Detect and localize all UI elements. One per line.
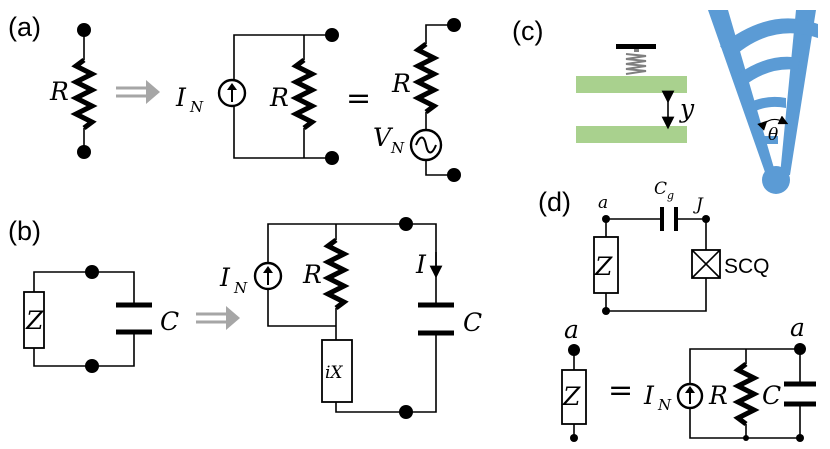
transform-arrow-a bbox=[116, 80, 160, 104]
panel-a: (a) R I N R bbox=[8, 12, 461, 182]
pendulum-icon: θ bbox=[708, 10, 818, 194]
label-R: R bbox=[391, 69, 411, 98]
label-I: I bbox=[415, 250, 427, 279]
label-I: I bbox=[175, 83, 187, 112]
label-Z: Z bbox=[25, 306, 44, 335]
terminal-node bbox=[602, 307, 610, 315]
spring-cap bbox=[616, 44, 656, 49]
label-V: V bbox=[373, 123, 394, 152]
impedance-box bbox=[593, 236, 619, 294]
junction-node bbox=[743, 435, 749, 441]
panel-c: (c) y θ bbox=[512, 10, 818, 194]
label-a: a bbox=[598, 193, 608, 213]
label-C: C bbox=[463, 308, 482, 337]
terminal-node bbox=[570, 434, 578, 442]
label-I: I bbox=[219, 263, 231, 292]
label-Z: Z bbox=[594, 252, 613, 281]
terminal-node bbox=[794, 343, 806, 355]
terminal-node bbox=[85, 359, 99, 373]
label-a: a bbox=[790, 313, 805, 342]
label-R: R bbox=[302, 260, 322, 289]
panel-label-a: (a) bbox=[8, 12, 41, 42]
equals-sign: = bbox=[346, 81, 371, 116]
panel-label-d: (d) bbox=[538, 187, 571, 217]
terminal-node bbox=[399, 405, 413, 419]
label-SCQ: SCQ bbox=[724, 255, 770, 278]
label-N: N bbox=[390, 139, 405, 157]
label-Cg-sub: g bbox=[667, 189, 674, 202]
terminal-node bbox=[325, 151, 339, 165]
terminal-node bbox=[77, 23, 91, 37]
panel-label-b: (b) bbox=[8, 216, 41, 246]
resistor-single-a: R bbox=[49, 23, 98, 159]
equals-sign: = bbox=[608, 373, 633, 408]
spring-icon bbox=[625, 53, 647, 75]
terminal-node bbox=[325, 28, 339, 42]
label-iX: iX bbox=[325, 363, 343, 383]
reactance-box bbox=[321, 339, 353, 403]
label-N: N bbox=[233, 279, 248, 297]
node-a bbox=[602, 215, 610, 223]
label-Z: Z bbox=[562, 382, 581, 411]
scq-circuit-d: a C g J Z SCQ bbox=[593, 179, 770, 315]
terminal-node bbox=[447, 18, 461, 32]
panel-d: (d) a C g J Z SCQ a bbox=[538, 179, 816, 442]
label-theta: θ bbox=[768, 125, 778, 145]
parallel-plates: y bbox=[576, 44, 695, 143]
impedance-box bbox=[23, 291, 45, 349]
terminal-node bbox=[85, 265, 99, 279]
impedance-box bbox=[561, 369, 587, 425]
label-R: R bbox=[49, 77, 69, 106]
equivalent-circuit-b: I N R iX C I bbox=[219, 217, 482, 419]
equivalent-circuit-d: a Z = I N R C a bbox=[561, 313, 816, 442]
terminal-node bbox=[796, 434, 804, 442]
panel-b: (b) Z C I N bbox=[8, 216, 482, 419]
node-J bbox=[702, 215, 710, 223]
thevenin-circuit-a: R V N bbox=[373, 18, 461, 182]
label-I: I bbox=[643, 381, 655, 410]
label-N: N bbox=[189, 98, 204, 116]
transform-arrow-b bbox=[196, 306, 240, 330]
label-N: N bbox=[657, 396, 672, 414]
label-C: C bbox=[762, 381, 781, 410]
panel-label-c: (c) bbox=[512, 16, 543, 46]
label-J: J bbox=[693, 195, 704, 215]
label-C: C bbox=[160, 307, 179, 336]
zc-circuit-b: Z C bbox=[23, 265, 179, 373]
label-R: R bbox=[269, 83, 289, 112]
top-plate bbox=[576, 76, 687, 93]
bottom-plate bbox=[576, 126, 687, 143]
label-R: R bbox=[708, 381, 728, 410]
norton-circuit-a: I N R bbox=[175, 28, 339, 165]
label-Cg: C bbox=[654, 179, 667, 199]
label-a: a bbox=[564, 315, 579, 344]
terminal-node bbox=[77, 145, 91, 159]
label-y: y bbox=[679, 94, 695, 123]
terminal-node bbox=[399, 217, 413, 231]
terminal-node bbox=[447, 168, 461, 182]
